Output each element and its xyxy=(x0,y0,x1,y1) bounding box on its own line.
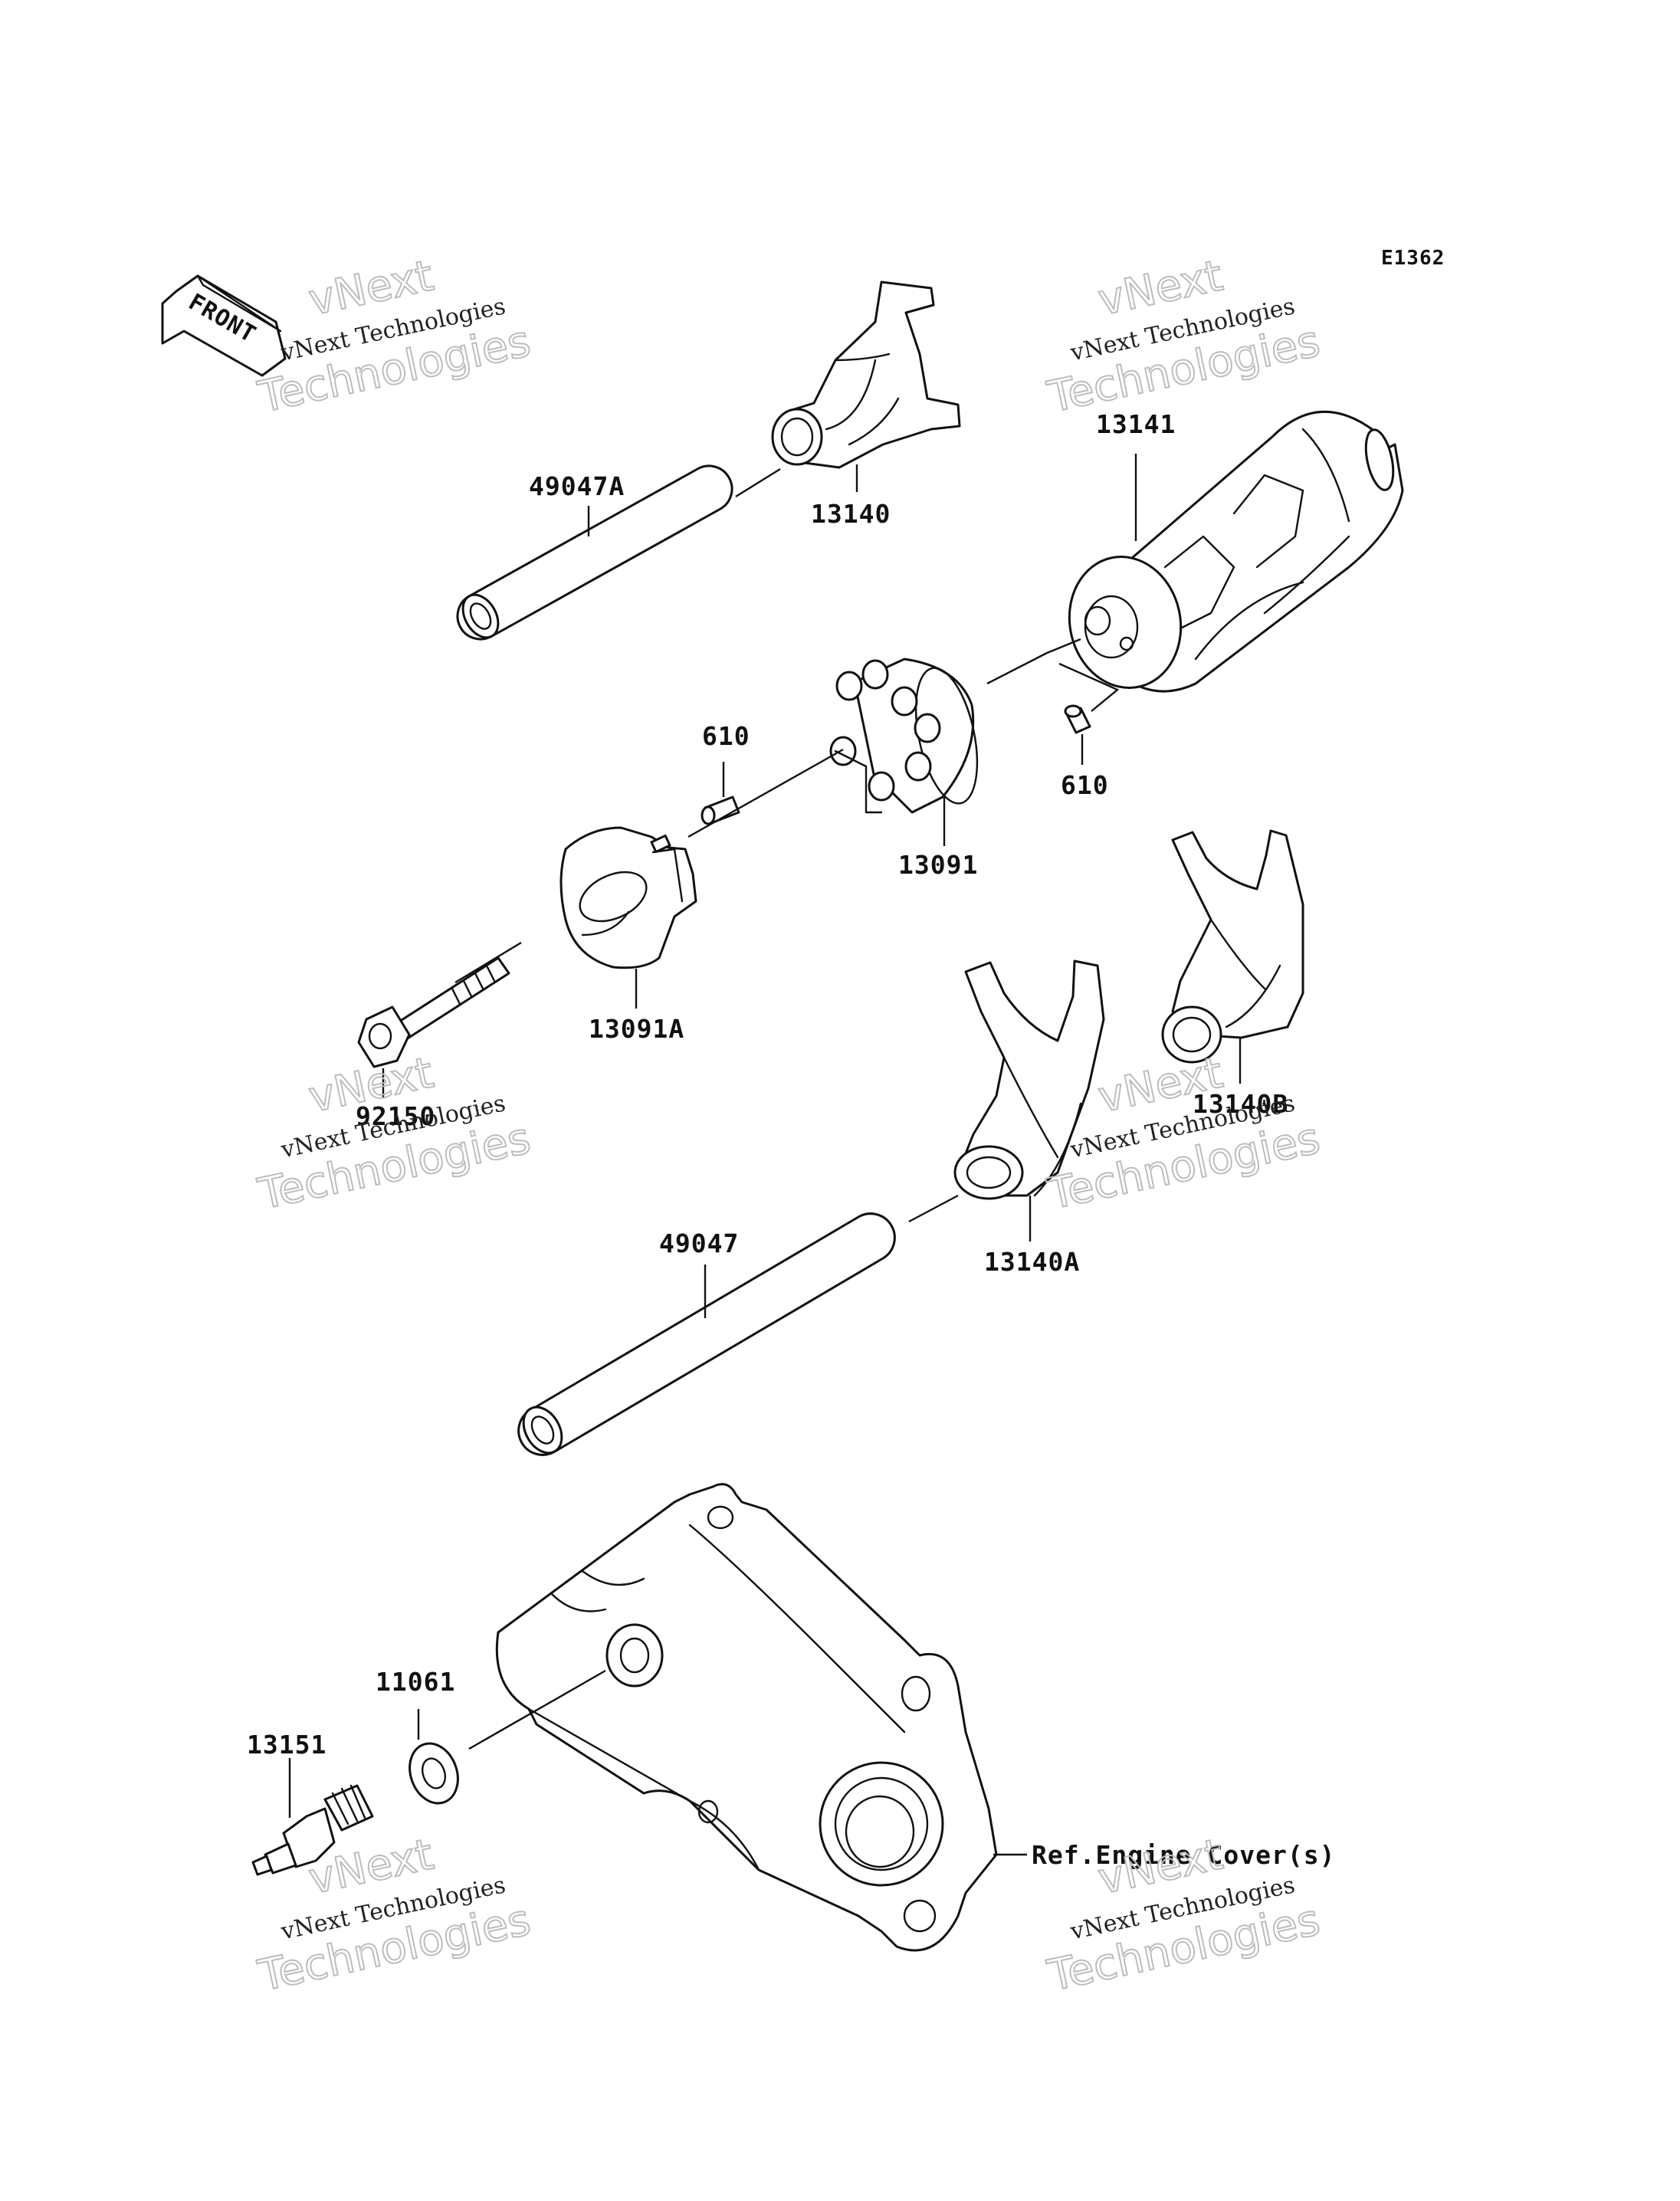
neutral-switch-13151 xyxy=(251,1784,374,1876)
bolt-92150 xyxy=(357,956,510,1068)
washer-11061 xyxy=(409,1742,459,1805)
label-92150: 92150 xyxy=(356,1101,435,1131)
label-13151: 13151 xyxy=(247,1730,326,1760)
cam-13091A xyxy=(559,826,697,969)
leader-shaft-fork xyxy=(735,467,781,498)
pin-610-right xyxy=(1064,704,1091,734)
label-13141: 13141 xyxy=(1096,409,1176,439)
leader-axis-star-cam xyxy=(687,748,844,838)
front-arrow-icon: FRONT xyxy=(161,274,287,377)
leader-drum-axis xyxy=(1046,638,1081,654)
shift-fork-13140A xyxy=(953,959,1105,1200)
watermark-5: vNext vNext Technologies Technologies xyxy=(253,1829,535,2002)
label-610-left: 610 xyxy=(702,721,750,751)
watermark-3: vNext vNext Technologies Technologies xyxy=(253,1047,535,1220)
label-13140A: 13140A xyxy=(984,1247,1080,1277)
shift-drum-13141 xyxy=(1068,410,1404,693)
leader-axis-drum-star xyxy=(986,651,1048,685)
leader-pin-610-right xyxy=(1058,662,1120,712)
label-13091: 13091 xyxy=(898,850,978,880)
label-13091A: 13091A xyxy=(589,1014,684,1044)
watermark-1: vNext vNext Technologies Technologies xyxy=(253,250,535,423)
label-49047: 49047 xyxy=(659,1228,739,1258)
label-610-right: 610 xyxy=(1061,770,1109,800)
label-11061: 11061 xyxy=(376,1667,455,1697)
cam-plate-13091 xyxy=(829,658,979,814)
label-13140: 13140 xyxy=(811,499,891,529)
watermark-2: vNext vNext Technologies Technologies xyxy=(1042,250,1324,423)
label-13140B: 13140B xyxy=(1193,1089,1288,1119)
leader-axis-washer-cover xyxy=(468,1669,606,1750)
pin-610-left xyxy=(701,795,740,825)
label-49047A: 49047A xyxy=(529,471,625,501)
leader-axis-bolt-cam xyxy=(454,941,522,984)
label-engine-cover: Ref.Engine Cover(s) xyxy=(1032,1840,1336,1870)
diagram-code: E1362 xyxy=(1381,247,1445,270)
shift-fork-13140 xyxy=(771,280,961,469)
engine-cover xyxy=(495,1483,998,1952)
shaft-49047A xyxy=(456,464,733,641)
shift-fork-13140B xyxy=(1161,829,1304,1064)
shaft-49047 xyxy=(517,1212,896,1456)
leader-axis-shaft-fork-a xyxy=(908,1194,959,1223)
